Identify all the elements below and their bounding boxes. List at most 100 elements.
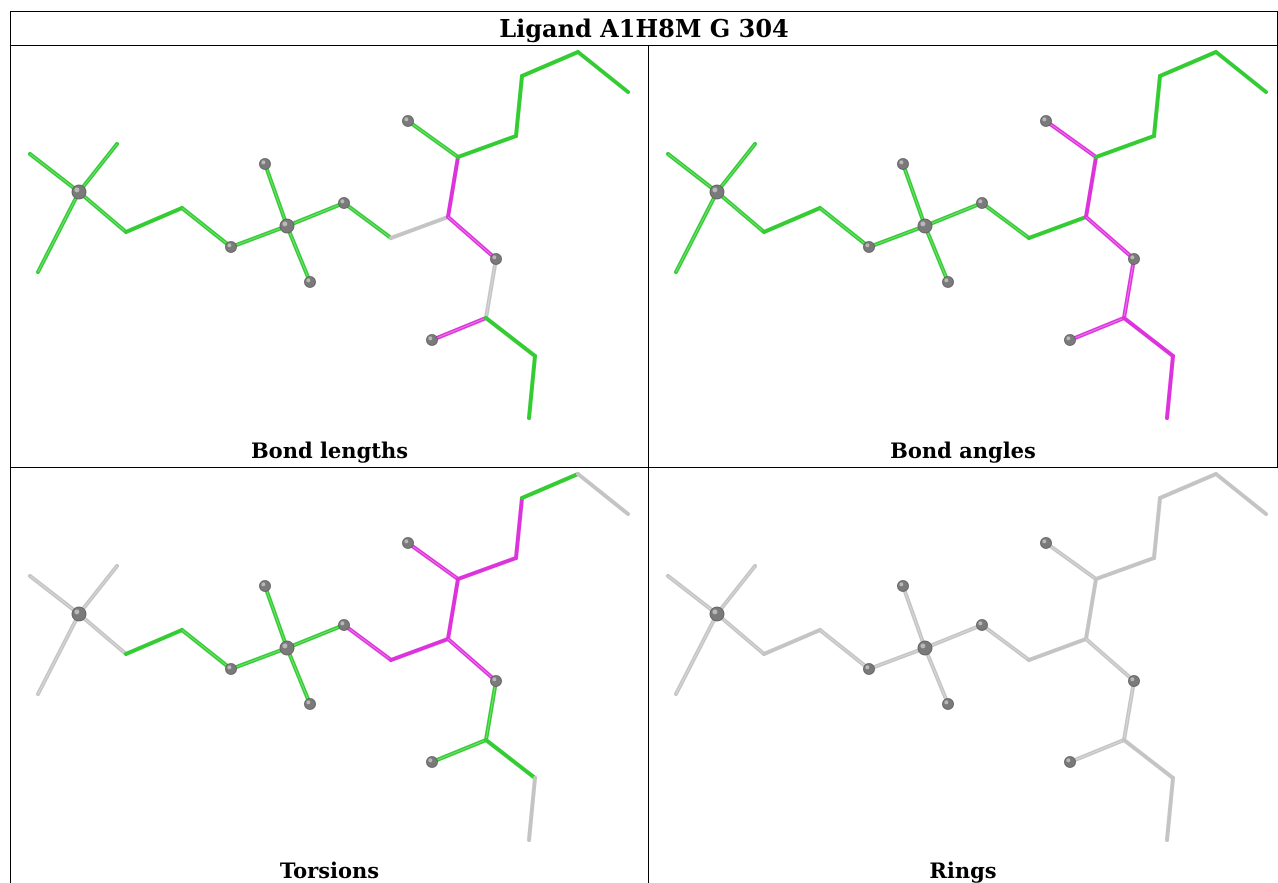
atom-19 <box>1128 675 1140 687</box>
atom-shine-9 <box>306 278 311 283</box>
atom-shine-7 <box>920 221 926 227</box>
atom-7 <box>917 640 933 656</box>
bond-highlight-7-9 <box>924 647 949 705</box>
bond-10-11 <box>980 623 1031 662</box>
bond-11-12 <box>389 637 450 662</box>
molecule-bond-lengths <box>28 50 630 420</box>
bond-14-13 <box>406 119 460 159</box>
bond-highlight-19-20 <box>485 680 497 741</box>
bond-highlight-20-21 <box>431 317 487 341</box>
atom-shine-9 <box>944 700 949 705</box>
bond-highlight-5-6 <box>819 207 870 248</box>
bond-highlight-12-19 <box>447 216 497 260</box>
bond-2-1 <box>36 190 81 274</box>
bond-19-20 <box>484 679 498 742</box>
atom-19 <box>490 253 502 265</box>
bond-2-3 <box>77 142 119 194</box>
bond-10-11 <box>342 201 393 240</box>
bond-2-3 <box>77 564 119 616</box>
bond-20-21 <box>430 316 488 342</box>
bond-highlight-12-19 <box>447 638 497 682</box>
bond-2-3 <box>715 564 757 616</box>
bond-7-10 <box>285 623 346 650</box>
bond-10-11 <box>342 623 393 662</box>
bond-20-21 <box>430 738 488 764</box>
atom-shine-19 <box>1130 677 1135 682</box>
bond-highlight-5-6 <box>181 207 232 248</box>
bond-12-14 <box>1084 577 1098 641</box>
atom-shine-8 <box>899 160 904 165</box>
atom-8 <box>259 158 271 170</box>
atom-shine-9 <box>306 700 311 705</box>
bond-highlight-2-1 <box>675 613 718 695</box>
bond-5-6 <box>180 628 233 671</box>
bond-highlight-10-11 <box>343 202 392 239</box>
table-border-middle <box>10 467 1278 468</box>
bond-highlight-12-19 <box>1085 638 1135 682</box>
bond-7-10 <box>923 623 984 650</box>
atom-shine-7 <box>920 643 926 649</box>
bond-2-1 <box>674 612 719 696</box>
bond-12-14 <box>1084 155 1098 219</box>
atom-shine-7 <box>282 643 288 649</box>
bond-highlight-2-4 <box>716 613 765 655</box>
bond-4-5 <box>124 628 184 656</box>
bond-highlight-19-20 <box>1123 258 1135 319</box>
atom-shine-6 <box>227 665 232 670</box>
bond-20-22 <box>484 738 537 780</box>
atom-shine-6 <box>865 665 870 670</box>
atom-shine-2 <box>74 187 80 193</box>
bond-14-13 <box>1044 119 1098 159</box>
bond-highlight-20-21 <box>1069 739 1125 763</box>
bond-20-22 <box>1122 738 1175 780</box>
bond-highlight-2-4 <box>78 613 127 655</box>
table-border-center <box>648 45 649 883</box>
table-title: Ligand A1H8M G 304 <box>499 13 789 43</box>
atom-7 <box>279 640 295 656</box>
bond-highlight-7-10 <box>286 624 345 649</box>
atom-shine-13 <box>404 539 409 544</box>
bond-highlight-2-1 <box>37 613 80 695</box>
bond-highlight-7-10 <box>924 624 983 649</box>
molecule-bond-angles <box>666 50 1268 420</box>
atom-19 <box>1128 253 1140 265</box>
atom-13 <box>1040 115 1052 127</box>
bond-highlight-14-13 <box>407 542 459 580</box>
bond-0-2 <box>28 574 81 616</box>
atom-9 <box>942 276 954 288</box>
atom-9 <box>942 698 954 710</box>
bond-11-12 <box>1027 215 1088 240</box>
bond-20-21 <box>1068 738 1126 764</box>
bond-highlight-20-21 <box>431 739 487 763</box>
bond-10-11 <box>980 201 1031 240</box>
atom-13 <box>1040 537 1052 549</box>
bond-12-19 <box>446 637 498 683</box>
bond-14-15 <box>456 556 518 581</box>
bond-highlight-6-7 <box>230 647 288 670</box>
bond-2-4 <box>715 190 766 234</box>
atom-21 <box>426 334 438 346</box>
bond-highlight-2-3 <box>716 143 756 193</box>
atom-shine-19 <box>492 255 497 260</box>
caption-bond-lengths: Bond lengths <box>250 438 409 463</box>
bond-6-7 <box>229 646 289 671</box>
bond-22-23 <box>527 776 537 842</box>
atom-10 <box>976 197 988 209</box>
bond-highlight-7-9 <box>286 225 311 283</box>
bond-7-8 <box>263 584 289 650</box>
caption-torsions: Torsions <box>279 858 380 883</box>
bond-20-22 <box>1122 316 1175 358</box>
bond-2-3 <box>715 142 757 194</box>
bond-15-16 <box>514 74 524 138</box>
atom-6 <box>225 663 237 675</box>
bond-highlight-7-9 <box>924 225 949 283</box>
atom-7 <box>917 218 933 234</box>
bond-highlight-14-13 <box>1045 542 1097 580</box>
bond-7-9 <box>285 224 312 284</box>
atom-shine-21 <box>1066 758 1071 763</box>
atom-shine-8 <box>261 582 266 587</box>
atom-8 <box>897 580 909 592</box>
atom-9 <box>304 698 316 710</box>
atom-shine-19 <box>492 677 497 682</box>
bond-7-8 <box>263 162 289 228</box>
